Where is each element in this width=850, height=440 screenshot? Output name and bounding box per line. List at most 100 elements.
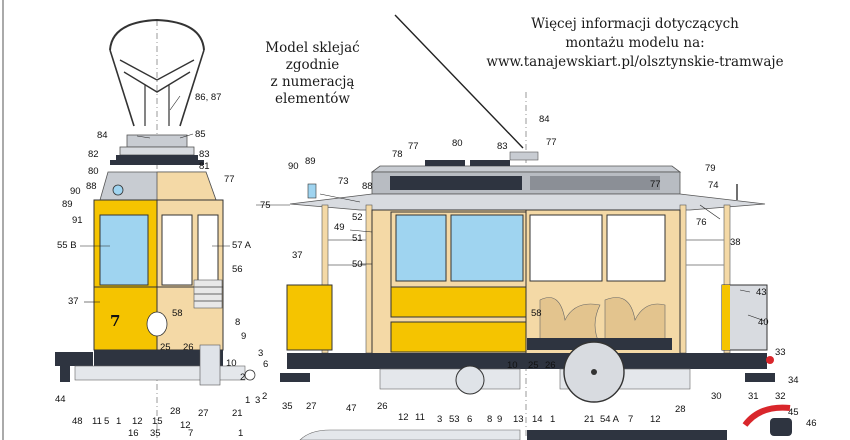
side-chassis [287, 353, 767, 369]
part-number-label: 32 [775, 391, 786, 402]
front-view: 7 [55, 18, 256, 386]
part-number-label: 90 [288, 161, 299, 172]
part-number-label: 77 [408, 141, 419, 152]
part-number-label: 77 [650, 179, 661, 190]
side-truck-left [379, 368, 521, 390]
front-roof-upper [126, 134, 188, 148]
part-number-label: 26 [377, 401, 388, 412]
part-number-label: 48 [72, 416, 83, 427]
tail-lamp-icon [766, 356, 774, 364]
note-line: zgodnie [285, 57, 340, 73]
part-number-label: 86, 87 [195, 92, 221, 103]
part-number-label: 9 [497, 414, 502, 425]
side-lower-panel [390, 321, 527, 353]
part-number-label: 25 [160, 342, 171, 353]
part-number-label: 28 [170, 406, 181, 417]
part-number-label: 12 [650, 414, 661, 425]
part-number-label: 83 [199, 149, 210, 160]
pantograph [109, 18, 205, 127]
part-number-label: 28 [675, 404, 686, 415]
part-number-label: 83 [497, 141, 508, 152]
part-number-label: 90 [70, 186, 81, 197]
note-line: z numeracją [270, 74, 355, 90]
headlight-icon [112, 184, 124, 196]
part-number-label: 25 [528, 360, 539, 371]
front-dash-panel [286, 284, 333, 351]
side-view [280, 14, 792, 440]
part-number-label: 26 [545, 360, 556, 371]
side-window-3 [529, 214, 603, 282]
part-number-label: 88 [362, 181, 373, 192]
side-roof-eave [289, 193, 766, 211]
part-number-label: 52 [352, 212, 363, 223]
leader-lines [80, 95, 766, 322]
part-number-label: 53 [449, 414, 460, 425]
part-number-label: 38 [730, 237, 741, 248]
part-number-label: 6 [467, 414, 472, 425]
motor-icon [455, 365, 485, 395]
part-number-label: 2 [262, 391, 267, 402]
part-number-label: 85 [195, 129, 206, 140]
part-number-label: 14 [532, 414, 543, 425]
part-number-label: 88 [86, 181, 97, 192]
part-number-label: 43 [756, 287, 767, 298]
part-number-label: 51 [352, 233, 363, 244]
part-number-label: 12 [132, 416, 143, 427]
part-number-label: 5 [104, 416, 109, 427]
part-number-label: 1 [245, 395, 250, 406]
part-number-label: 3 [258, 348, 263, 359]
front-roof-grill-2 [110, 160, 204, 165]
part-number-label: 3 [255, 395, 260, 406]
side-window-4 [606, 214, 666, 282]
part-number-label: 12 [180, 420, 191, 431]
part-number-label: 35 [282, 401, 293, 412]
part-number-label: 11 [415, 412, 425, 423]
part-number-label: 84 [97, 130, 108, 141]
part-number-label: 3 [437, 414, 442, 425]
note-line: elementów [275, 91, 350, 107]
part-number-label: 8 [235, 317, 240, 328]
coupling-hose-icon [742, 404, 791, 427]
part-number-label: 57 A [232, 240, 252, 251]
part-number-label: 75 [260, 200, 271, 211]
part-number-label: 89 [62, 199, 73, 210]
note-line: montażu modelu na: [565, 35, 705, 51]
part-number-label: 80 [452, 138, 463, 149]
side-roof-top [370, 165, 682, 173]
note-line: Model sklejać [265, 40, 360, 56]
part-number-label: 2 [240, 372, 245, 383]
part-number-label: 34 [788, 375, 799, 386]
part-number-label: 9 [241, 331, 246, 342]
side-window-2 [450, 214, 524, 282]
part-number-label: 21 [232, 408, 243, 419]
part-number-label: 37 [68, 296, 79, 307]
part-number-label: 40 [758, 317, 769, 328]
trolley-pole [394, 14, 524, 149]
front-window-left [99, 214, 149, 286]
part-number-label: 81 [199, 161, 210, 172]
part-number-label: 49 [334, 222, 345, 233]
assembly-instruction-note: Model sklejać zgodnie z numeracją elemen… [250, 40, 375, 108]
front-undercarriage [94, 350, 223, 366]
part-number-label: 35 [150, 428, 161, 439]
website-url: www.tanajewskiart.pl/olsztynskie-tramwaj… [486, 54, 784, 70]
side-belt-panel [390, 286, 527, 318]
part-number-label: 30 [711, 391, 722, 402]
part-number-label: 50 [352, 259, 363, 270]
coupler-icon [244, 369, 256, 381]
part-number-label: 37 [292, 250, 303, 261]
part-number-label: 27 [306, 401, 317, 412]
part-number-label: 77 [546, 137, 557, 148]
more-info-note: Więcej informacji dotyczących montażu mo… [470, 15, 800, 72]
part-number-label: 80 [88, 166, 99, 177]
part-number-label: 54 A [600, 414, 620, 425]
part-number-label: 55 B [57, 240, 77, 251]
clerestory-windows [390, 176, 522, 190]
part-number-label: 45 [788, 407, 799, 418]
part-number-label: 11 [92, 416, 102, 427]
part-number-label: 56 [232, 264, 243, 275]
part-number-label: 82 [88, 149, 99, 160]
part-number-label: 47 [346, 403, 357, 414]
